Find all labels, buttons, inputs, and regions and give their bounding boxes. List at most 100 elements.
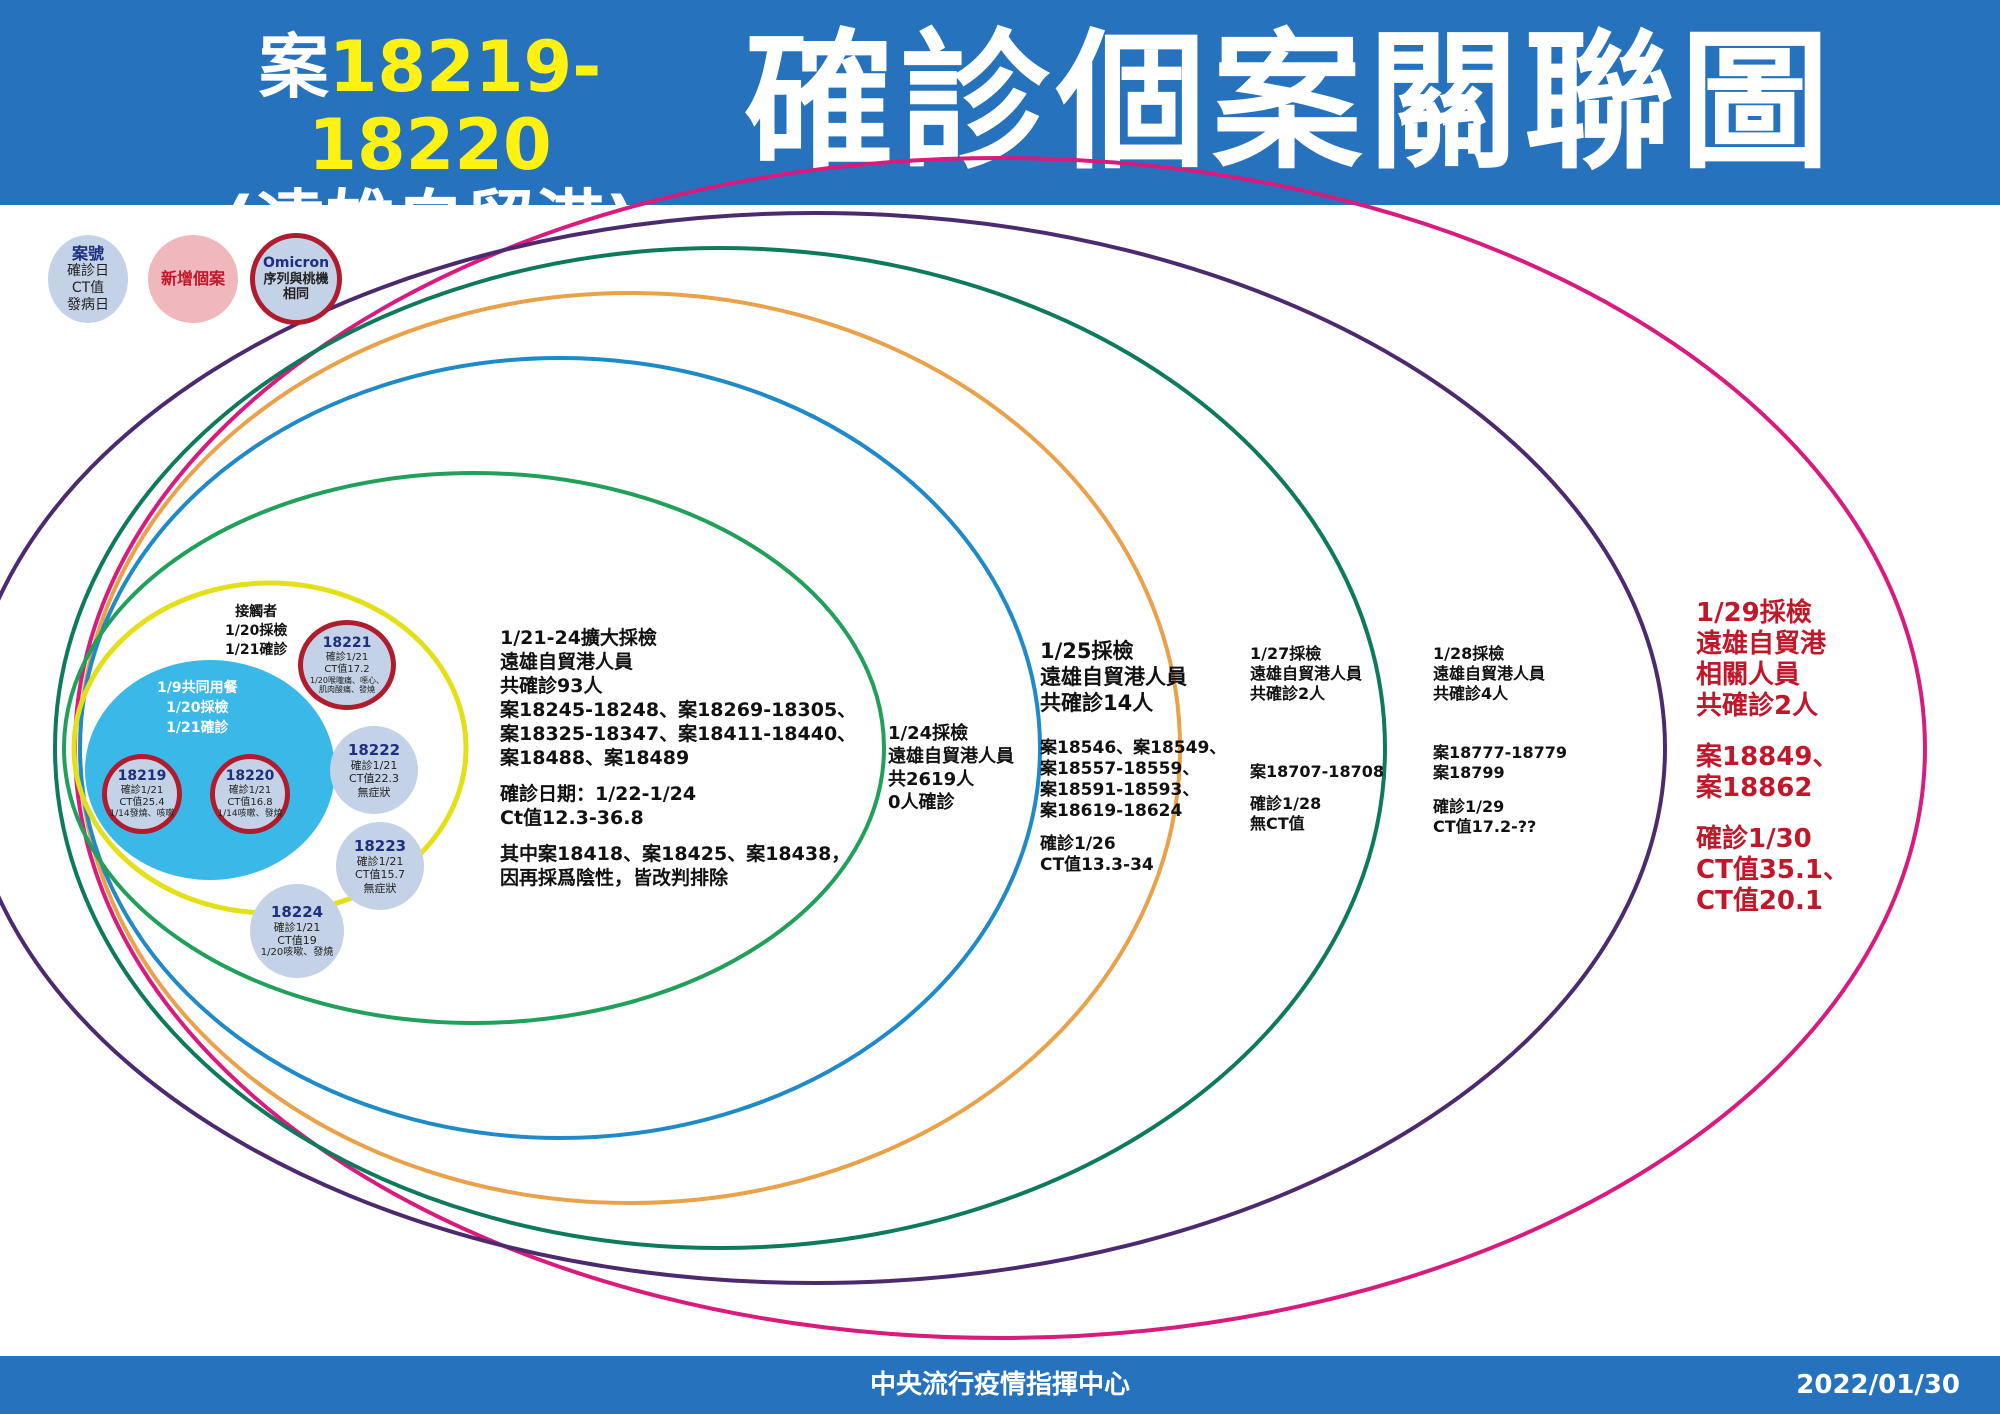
blue-ring-text: 1/24採檢 遠雄自貿港人員 共2619人 0人確診	[888, 722, 1014, 814]
case-number: 18224	[270, 902, 324, 921]
legend-new-case-label: 新增個案	[160, 269, 225, 289]
case-number: 18222	[347, 741, 401, 760]
purple-ring-line: 確診1/29	[1433, 797, 1505, 816]
case-bubble-18222: 18222 確診1/21 CT值22.3 無症狀	[330, 726, 418, 814]
green-ring-text: 1/21-24擴大採檢 遠雄自貿港人員 共確診93人 案18245-18248、…	[500, 626, 856, 890]
orange-ring-head: 1/25採檢 遠雄自貿港人員 共確診14人	[1040, 638, 1187, 716]
legend-omicron-line1: Omicron	[262, 255, 330, 271]
purple-ring-body: 案18777-18779 案18799 確診1/29 CT值17.2-??	[1433, 743, 1567, 837]
green-ring-line: 共確診93人	[500, 675, 603, 697]
footer-banner: 中央流行疫情指揮中心 2022/01/30	[0, 1356, 2000, 1414]
magenta-ring-line: 相關人員	[1696, 660, 1801, 690]
cluster-line: 1/21確診	[166, 720, 229, 736]
case-number: 18223	[353, 837, 407, 856]
cluster-label: 1/9共同用餐 1/20採檢 1/21確診	[157, 678, 238, 738]
orange-ring-line: 1/25採檢	[1040, 639, 1134, 663]
green-ring-line: Ct值12.3-36.8	[500, 807, 644, 829]
case-bubble-18219: 18219 確診1/21 CT值25.4 1/14發燒、咳嗽	[102, 754, 182, 834]
case-bubble-18224: 18224 確診1/21 CT值19 1/20咳嗽、發燒	[250, 884, 344, 978]
case-number: 18220	[225, 768, 275, 785]
orange-ring-line: CT值13.3-34	[1040, 855, 1154, 875]
ring-teal	[53, 246, 1387, 1250]
legend-diagnosis-date: 確診日	[67, 263, 109, 280]
case-detail: 肌肉酸痛、發燒	[319, 685, 375, 695]
case-detail: 無症狀	[357, 785, 391, 799]
case-detail: CT值15.7	[355, 868, 405, 882]
magenta-ring-line: 1/29採檢	[1696, 598, 1812, 628]
green-ring-line: 遠雄自貿港人員	[500, 651, 634, 673]
magenta-ring-line: 案18849、	[1696, 742, 1839, 772]
contacts-line: 1/20採檢	[225, 623, 288, 639]
purple-ring-line: 1/28採檢	[1433, 644, 1505, 663]
magenta-ring-text: 1/29採檢 遠雄自貿港 相關人員 共確診2人 案18849、 案18862 確…	[1696, 598, 1849, 917]
teal-ring-head: 1/27採檢 遠雄自貿港人員 共確診2人	[1250, 644, 1362, 704]
orange-ring-line: 遠雄自貿港人員	[1040, 665, 1187, 689]
purple-ring-head: 1/28採檢 遠雄自貿港人員 共確診4人	[1433, 644, 1545, 704]
teal-ring-body: 案18707-18708 確診1/28 無CT值	[1250, 762, 1384, 834]
purple-ring-line: 共確診4人	[1433, 684, 1509, 703]
magenta-ring-line: 案18862	[1696, 773, 1813, 803]
orange-ring-line: 案18619-18624	[1040, 801, 1183, 821]
case-bubble-18220: 18220 確診1/21 CT值16.8 1/14咳嗽、發燒	[210, 754, 290, 834]
purple-ring-line: 案18777-18779	[1433, 743, 1567, 762]
teal-ring-line: 1/27採檢	[1250, 644, 1322, 663]
case-detail: 1/14發燒、咳嗽	[109, 809, 175, 819]
legend-omicron-line2: 序列與桃機	[263, 271, 329, 287]
case-detail: CT值19	[277, 934, 317, 947]
teal-ring-line: 共確診2人	[1250, 684, 1326, 703]
case-detail: 確診1/21	[228, 785, 272, 796]
legend-ct-value: CT值	[71, 280, 105, 297]
legend-omicron-line3: 相同	[282, 287, 309, 303]
orange-ring-line	[1040, 822, 1226, 834]
legend-omicron: Omicron 序列與桃機 相同	[250, 233, 342, 325]
case-number: 18219	[117, 768, 167, 785]
ring-green	[62, 471, 886, 1025]
orange-ring-line: 確診1/26	[1040, 834, 1116, 854]
orange-ring-line: 共確診14人	[1040, 691, 1154, 715]
contacts-line: 1/21確診	[225, 642, 288, 658]
blue-ring-line: 共2619人	[888, 769, 975, 790]
legend-new-case: 新增個案	[148, 235, 238, 323]
ring-blue	[78, 356, 1042, 1140]
case-detail: 1/20咳嗽、發燒	[260, 947, 334, 959]
case-prefix: 案	[258, 26, 329, 108]
green-ring-line: 因再採爲陰性，皆改判排除	[500, 867, 729, 889]
case-detail: 確診1/21	[120, 785, 164, 796]
cluster-line: 1/9共同用餐	[157, 680, 238, 696]
case-detail: 1/20喉嚨痛、噁心、	[310, 675, 384, 685]
ring-purple	[0, 211, 1667, 1285]
orange-ring-line: 案18546、案18549、	[1040, 738, 1227, 758]
case-detail: 確診1/21	[325, 651, 369, 663]
purple-ring-line: 案18799	[1433, 763, 1505, 782]
legend-onset-date: 發病日	[67, 296, 109, 313]
green-ring-line: 案18245-18248、案18269-18305、	[500, 699, 857, 721]
case-bubble-18223: 18223 確診1/21 CT值15.7 無症狀	[336, 822, 424, 910]
blue-ring-line: 遠雄自貿港人員	[888, 746, 1014, 767]
contacts-line: 接觸者	[235, 604, 278, 620]
case-detail: 1/14咳嗽、發燒	[217, 809, 283, 819]
teal-ring-line: 案18707-18708	[1250, 762, 1384, 781]
magenta-ring-line	[1696, 722, 1849, 742]
green-ring-line: 案18325-18347、案18411-18440、	[500, 723, 857, 745]
case-detail: CT值16.8	[227, 797, 273, 808]
green-ring-line	[500, 770, 856, 782]
magenta-ring-line: CT值20.1	[1696, 886, 1823, 916]
orange-ring-line: 案18591-18593、	[1040, 780, 1200, 800]
case-detail: CT值22.3	[349, 772, 399, 786]
case-detail: 確診1/21	[356, 855, 404, 869]
contacts-label: 接觸者 1/20採檢 1/21確診	[225, 603, 287, 660]
green-ring-line	[500, 830, 856, 842]
teal-ring-line: 無CT值	[1250, 814, 1305, 833]
case-bubble-18221: 18221 確診1/21 CT值17.2 1/20喉嚨痛、噁心、 肌肉酸痛、發燒	[298, 620, 396, 710]
case-detail: CT值25.4	[119, 797, 165, 808]
orange-ring-body: 案18546、案18549、 案18557-18559、 案18591-1859…	[1040, 738, 1226, 876]
purple-ring-line	[1433, 783, 1567, 797]
cluster-line: 1/20採檢	[166, 700, 229, 716]
case-detail: CT值17.2	[324, 663, 370, 675]
blue-ring-line: 1/24採檢	[888, 723, 969, 744]
magenta-ring-line	[1696, 804, 1849, 824]
purple-ring-line: 遠雄自貿港人員	[1433, 664, 1546, 683]
footer-organization: 中央流行疫情指揮中心	[869, 1370, 1130, 1400]
orange-ring-line: 案18557-18559、	[1040, 759, 1200, 779]
case-detail: 無症狀	[363, 881, 397, 895]
